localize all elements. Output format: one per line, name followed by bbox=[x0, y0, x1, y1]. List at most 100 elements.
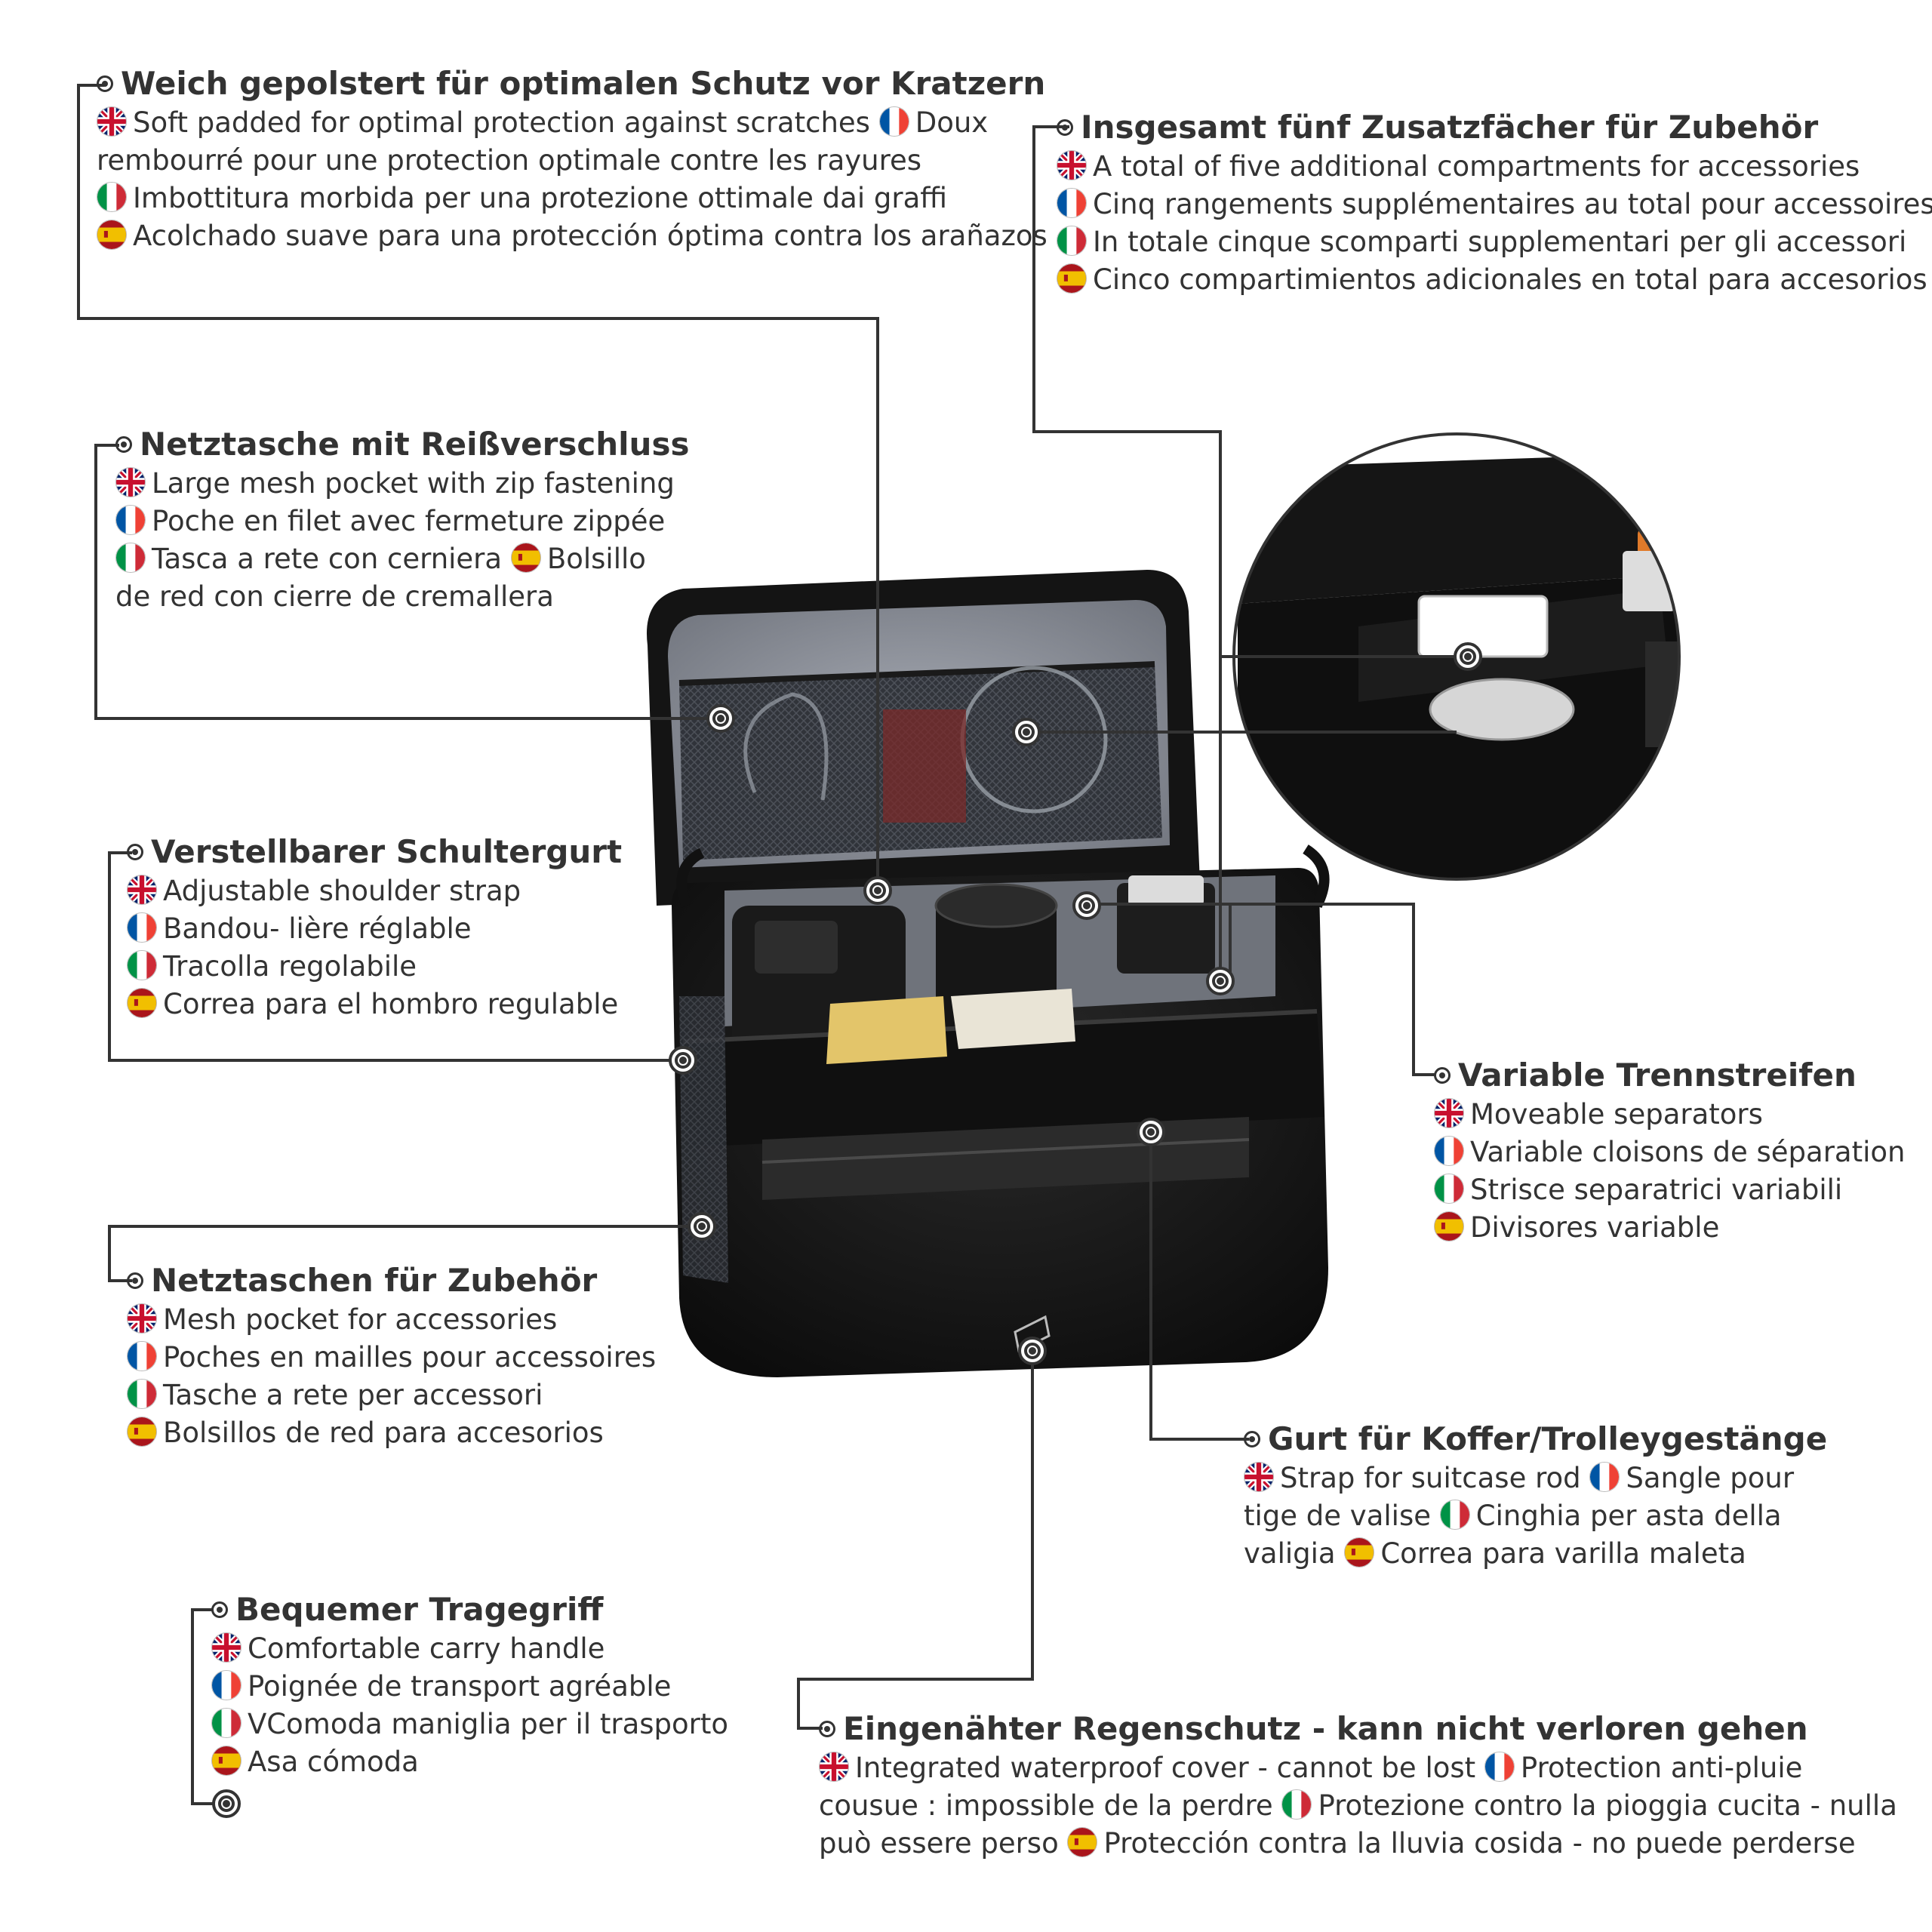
bullet-dot-icon bbox=[127, 1272, 143, 1289]
callout-title: Netztaschen für Zubehör bbox=[127, 1260, 656, 1301]
italy-flag-icon bbox=[97, 181, 127, 212]
italy-flag-icon bbox=[211, 1707, 242, 1738]
bullet-dot-icon bbox=[1057, 118, 1073, 136]
spain-flag-icon bbox=[1067, 1826, 1098, 1857]
callout-text: Strisce separatrici variabili bbox=[1470, 1174, 1843, 1206]
target-marker-icon bbox=[212, 642, 1482, 1818]
callout-line: Mesh pocket for accessories bbox=[127, 1301, 656, 1339]
callout-text: Moveable separators bbox=[1470, 1098, 1763, 1131]
callout-line: Poche en filet avec fermeture zippée bbox=[115, 503, 689, 540]
bullet-dot-icon bbox=[97, 75, 113, 92]
callout-body: Integrated waterproof cover - cannot be … bbox=[819, 1749, 1897, 1863]
callout-title: Insgesamt fünf Zusatzfächer für Zubehör bbox=[1057, 107, 1932, 148]
uk-flag-icon bbox=[1244, 1461, 1274, 1492]
spain-flag-icon bbox=[97, 219, 127, 250]
bullet-dot-icon bbox=[127, 843, 143, 860]
callout-line: Tasche a rete per accessori bbox=[127, 1377, 656, 1414]
callout-handle: Bequemer Tragegriff Comfortable carry ha… bbox=[211, 1589, 728, 1781]
italy-flag-icon bbox=[127, 949, 157, 980]
callout-strap: Verstellbarer Schultergurt Adjustable sh… bbox=[127, 832, 622, 1023]
spain-flag-icon bbox=[510, 542, 541, 573]
callout-text: Protezione contro la pioggia cucita - nu… bbox=[1318, 1789, 1897, 1822]
callout-text: Doux bbox=[915, 106, 989, 139]
callout-text: valigia bbox=[1244, 1537, 1345, 1570]
callout-text: Large mesh pocket with zip fastening bbox=[152, 467, 675, 500]
callout-line: Variable cloisons de séparation bbox=[1434, 1134, 1905, 1171]
france-flag-icon bbox=[1484, 1751, 1515, 1782]
callout-padding: Weich gepolstert für optimalen Schutz vo… bbox=[97, 63, 1048, 255]
spain-flag-icon bbox=[1434, 1211, 1464, 1241]
italy-flag-icon bbox=[1281, 1789, 1312, 1820]
callout-text: In totale cinque scomparti supplementari… bbox=[1093, 226, 1907, 258]
spain-flag-icon bbox=[127, 1416, 157, 1447]
france-flag-icon bbox=[127, 912, 157, 943]
callout-text: Asa cómoda bbox=[248, 1746, 419, 1778]
callout-line: Bandou- lière réglable bbox=[127, 910, 622, 948]
uk-flag-icon bbox=[211, 1632, 242, 1663]
callout-line: Integrated waterproof cover - cannot be … bbox=[819, 1749, 1897, 1787]
callout-text: Correa para varilla maleta bbox=[1380, 1537, 1746, 1570]
callout-title: Eingenähter Regenschutz - kann nicht ver… bbox=[819, 1709, 1897, 1749]
callout-line: Adjustable shoulder strap bbox=[127, 872, 622, 910]
italy-flag-icon bbox=[1057, 225, 1087, 256]
callout-text: Cinghia per asta della bbox=[1475, 1500, 1782, 1532]
callout-text: Protección contra la lluvia cosida - no … bbox=[1103, 1827, 1856, 1860]
callout-line: Poignée de transport agréable bbox=[211, 1668, 728, 1706]
uk-flag-icon bbox=[1057, 149, 1087, 180]
callout-line: Divisores variable bbox=[1434, 1209, 1905, 1247]
uk-flag-icon bbox=[115, 466, 146, 497]
callout-trolley: Gurt für Koffer/Trolleygestänge Strap fo… bbox=[1244, 1419, 1827, 1573]
callout-line: Imbottitura morbida per una protezione o… bbox=[97, 180, 1048, 217]
callout-line: Strisce separatrici variabili bbox=[1434, 1171, 1905, 1209]
callout-text: Strap for suitcase rod bbox=[1280, 1462, 1590, 1494]
callout-text: Cinco compartimientos adicionales en tot… bbox=[1093, 263, 1927, 296]
callout-title: Weich gepolstert für optimalen Schutz vo… bbox=[97, 63, 1048, 104]
callout-line: Tracolla regolabile bbox=[127, 948, 622, 986]
bullet-dot-icon bbox=[1244, 1430, 1260, 1447]
callout-text: può essere perso bbox=[819, 1827, 1068, 1860]
callout-line: Asa cómoda bbox=[211, 1743, 728, 1781]
callout-text: Cinq rangements supplémentaires au total… bbox=[1093, 188, 1932, 220]
uk-flag-icon bbox=[819, 1751, 849, 1782]
callout-text: rembourré pour une protection optimale c… bbox=[97, 144, 922, 177]
callout-line: tige de valise Cinghia per asta della bbox=[1244, 1497, 1827, 1535]
callout-line: Bolsillos de red para accesorios bbox=[127, 1414, 656, 1452]
callout-text: VComoda maniglia per il trasporto bbox=[248, 1708, 729, 1740]
callout-title: Netztasche mit Reißverschluss bbox=[115, 424, 689, 465]
callout-text: Poignée de transport agréable bbox=[248, 1670, 672, 1703]
callout-line: Poches en mailles pour accessoires bbox=[127, 1339, 656, 1377]
callout-line: rembourré pour une protection optimale c… bbox=[97, 142, 1048, 180]
callout-text: Tasche a rete per accessori bbox=[163, 1379, 543, 1411]
callout-text: Adjustable shoulder strap bbox=[163, 875, 521, 907]
uk-flag-icon bbox=[127, 1303, 157, 1334]
camera-bag bbox=[646, 570, 1330, 1377]
bullet-dot-icon bbox=[819, 1720, 835, 1737]
uk-flag-icon bbox=[97, 106, 127, 137]
callout-line: In totale cinque scomparti supplementari… bbox=[1057, 223, 1932, 261]
france-flag-icon bbox=[1434, 1135, 1464, 1166]
callout-mesh-zip: Netztasche mit Reißverschluss Large mesh… bbox=[115, 424, 689, 616]
callout-text: tige de valise bbox=[1244, 1500, 1440, 1532]
leader-lines bbox=[77, 84, 1460, 1805]
callout-text: Poche en filet avec fermeture zippée bbox=[152, 505, 666, 537]
uk-flag-icon bbox=[1434, 1097, 1464, 1128]
france-flag-icon bbox=[115, 504, 146, 535]
callout-line: cousue : impossible de la perdre Protezi… bbox=[819, 1787, 1897, 1825]
callout-line: Cinco compartimientos adicionales en tot… bbox=[1057, 261, 1932, 299]
callout-text: Comfortable carry handle bbox=[248, 1632, 605, 1665]
callout-title: Variable Trennstreifen bbox=[1434, 1055, 1905, 1096]
callout-line: Cinq rangements supplémentaires au total… bbox=[1057, 186, 1932, 223]
callout-text: Mesh pocket for accessories bbox=[163, 1303, 558, 1336]
callout-line: de red con cierre de cremallera bbox=[115, 578, 689, 616]
callout-text: Tracolla regolabile bbox=[163, 950, 417, 983]
italy-flag-icon bbox=[115, 542, 146, 573]
spain-flag-icon bbox=[1344, 1537, 1375, 1567]
callout-mesh-accessories: Netztaschen für Zubehör Mesh pocket for … bbox=[127, 1260, 656, 1452]
callout-title: Verstellbarer Schultergurt bbox=[127, 832, 622, 872]
